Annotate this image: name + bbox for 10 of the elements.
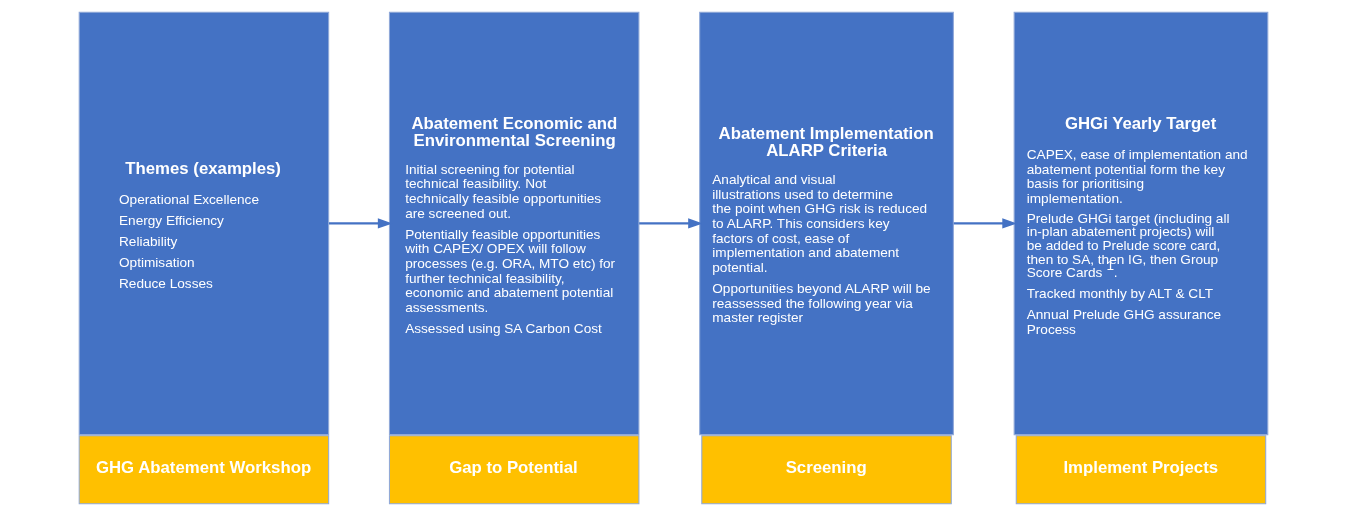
- node-box: Implement Projects: [1015, 435, 1266, 505]
- arrow: [328, 218, 393, 229]
- arrow: [953, 218, 1017, 229]
- node-box: GHG Abatement Workshop: [78, 435, 329, 505]
- node-box: Gap to Potential: [388, 435, 639, 505]
- node-box: Abatement Implementation ALARP Criteria Analytical and visual illustrations used to determine the point when GHG risk is reduced to ALARP. This considers key factors of cost, ease of implementation and abatement potential. Opportunities beyond ALARP will be reassessed the following year via master register: [698, 11, 954, 436]
- arrow: [638, 218, 703, 229]
- node-box: Themes (examples) Operational Excellence Energy Efficiency Reliability Optimisation Reduce Losses: [78, 11, 329, 436]
- node-box: Screening: [700, 435, 952, 505]
- node-box: Abatement Economic and Environmental Screening Initial screening for potential technical feasibility. Not technically feasible opportunities are screened out. Potentially feasible opportunities with CAPEX/ OPEX will follow processes (e.g. ORA, MTO etc) for further technical feasibility, economic and abatement potential assessments. Assessed using SA Carbon Cost: [388, 11, 639, 436]
